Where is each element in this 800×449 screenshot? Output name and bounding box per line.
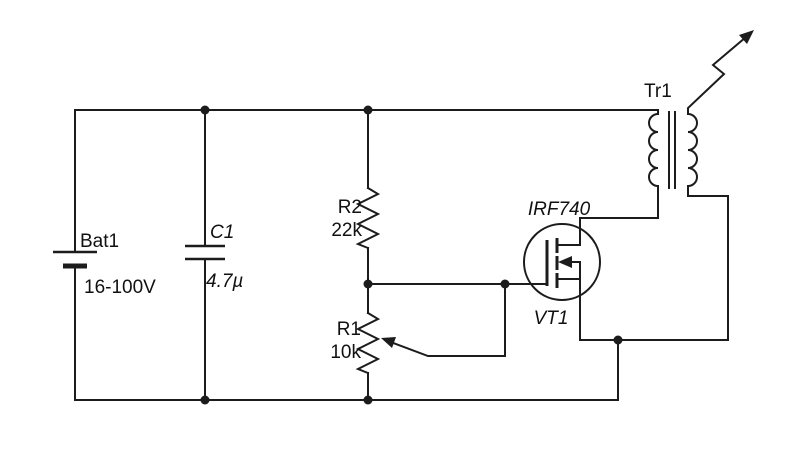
potentiometer-r1-symbol: R1 10k <box>330 283 506 375</box>
potentiometer-wiper-wire <box>386 283 506 357</box>
resistor-r2-symbol: R2 22k <box>331 186 381 250</box>
mosfet-body-arrow-icon <box>558 256 572 268</box>
wire-secondary-return <box>687 185 729 341</box>
potentiometer-r1-zigzag-icon <box>355 311 381 375</box>
wire-source-to-ground <box>579 294 729 341</box>
wires <box>74 109 729 401</box>
battery-value: 16-100V <box>84 277 156 298</box>
junction-dots <box>200 105 623 405</box>
capacitor-label: C1 <box>210 222 234 243</box>
capacitor-symbol: C1 4.7µ <box>185 222 243 292</box>
junction-dot <box>200 395 210 405</box>
capacitor-value: 4.7µ <box>206 271 243 292</box>
junction-dot <box>613 335 623 345</box>
mosfet-symbol: IRF740 VT1 <box>523 199 601 329</box>
mosfet-designator: VT1 <box>534 308 569 329</box>
mosfet-source-lead <box>556 278 581 296</box>
transformer-secondary-winding-icon <box>686 112 698 188</box>
mosfet-drain-lead <box>556 227 581 246</box>
wire-top-rail <box>74 109 659 115</box>
mosfet-part-number: IRF740 <box>528 199 591 220</box>
junction-dot <box>200 105 210 115</box>
potentiometer-wiper-arrow-icon <box>381 337 396 348</box>
junction-dot <box>363 105 373 115</box>
resistor-r2-label: R2 <box>338 197 362 218</box>
wire-bottom-rail <box>74 339 619 401</box>
transformer-label: Tr1 <box>644 81 672 102</box>
transformer-symbol: Tr1 <box>644 81 698 189</box>
junction-dot <box>363 279 373 289</box>
spark-output <box>687 30 754 115</box>
lightning-bolt-line <box>687 35 748 115</box>
junction-dot <box>363 395 373 405</box>
mosfet-body-circle-icon <box>523 223 601 301</box>
lightning-arrowhead-icon <box>739 30 754 44</box>
potentiometer-r1-value: 10k <box>330 342 361 363</box>
resistor-r2-value: 22k <box>331 220 362 241</box>
resistor-r2-zigzag-icon <box>355 186 381 250</box>
transformer-primary-winding-icon <box>648 112 660 188</box>
potentiometer-r1-label: R1 <box>337 319 361 340</box>
battery-label: Bat1 <box>80 231 119 252</box>
battery-symbol: Bat1 16-100V <box>53 231 156 298</box>
wire-drain-to-primary <box>579 185 659 229</box>
